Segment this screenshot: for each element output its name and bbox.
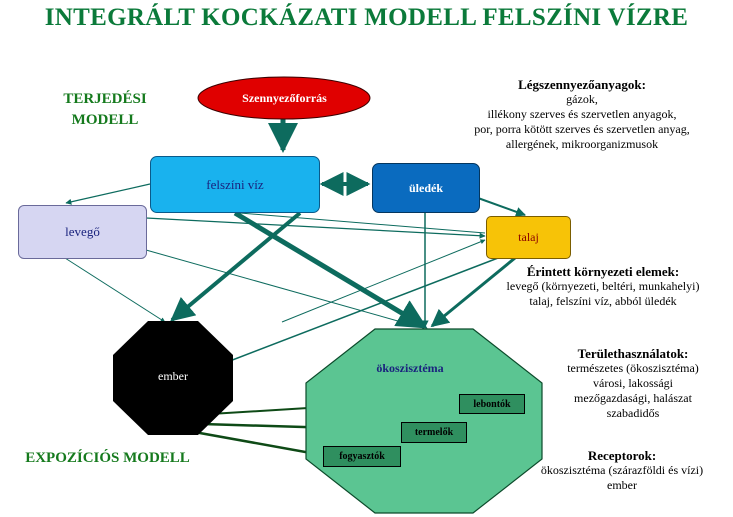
- air-pollutants-line: illékony szerves és szervetlen anyagok,: [487, 107, 677, 121]
- source-label: Szennyezőforrás: [242, 91, 327, 105]
- land-use-line: mezőgazdasági, halászat: [574, 391, 692, 405]
- arrow-air-to-soil: [145, 217, 486, 239]
- ecosystem-label: ökoszisztéma: [376, 360, 444, 375]
- land-use-info: Területhasználatok: természetes (ökoszis…: [538, 346, 728, 421]
- consumers-box: fogyasztók: [323, 446, 401, 467]
- arrow-surface-water-to-air: [65, 183, 151, 205]
- transport-model-label: TERJEDÉSI MODELL: [40, 89, 170, 131]
- air-node: levegő: [18, 205, 147, 259]
- arrow-air-to-human: [64, 257, 166, 323]
- air-pollutants-heading: Légszennyezőanyagok:: [518, 77, 646, 92]
- receptors-info: Receptorok: ökoszisztéma (szárazföldi és…: [514, 448, 730, 493]
- producers-box: termelők: [401, 422, 467, 443]
- source-node: [197, 76, 371, 120]
- arrow-surface-water-to-human: [170, 211, 302, 322]
- land-use-line: szabadidős: [606, 406, 660, 420]
- air-pollutants-info: Légszennyezőanyagok: gázok, illékony sze…: [432, 77, 732, 152]
- receptors-heading: Receptorok:: [587, 448, 657, 463]
- receptors-line: ember: [607, 478, 637, 492]
- land-use-line: természetes (ökoszisztéma): [567, 361, 699, 375]
- arrow-surface-water-to-ecosystem: [233, 210, 428, 330]
- air-pollutants-line: allergének, mikroorganizmusok: [505, 137, 659, 151]
- decomposers-box: lebontók: [459, 394, 525, 414]
- affected-elements-heading: Érintett környezeti elemek:: [526, 264, 680, 279]
- soil-node: talaj: [486, 216, 571, 259]
- air-pollutants-line: gázok,: [566, 92, 598, 106]
- exposure-model-label: EXPOZÍCIÓS MODELL: [25, 450, 190, 466]
- receptors-line: ökoszisztéma (szárazföldi és vízi): [540, 463, 704, 477]
- sediment-node: üledék: [372, 163, 480, 213]
- air-pollutants-line: por, porra kötött szerves és szervetlen …: [474, 122, 690, 136]
- land-use-heading: Területhasználatok:: [577, 346, 689, 361]
- ecosystem-node: [305, 328, 543, 514]
- arrow-surface-water-to-soil: [239, 212, 486, 234]
- land-use-line: városi, lakossági: [593, 376, 673, 390]
- human-label: ember: [158, 368, 188, 383]
- affected-elements-line: talaj, felszíni víz, abból üledék: [529, 294, 677, 308]
- arrow-soil-to-ecosystem: [430, 256, 516, 328]
- transport-model-label-line2: MODELL: [71, 112, 139, 128]
- diagram-title: INTEGRÁLT KOCKÁZATI MODELL FELSZÍNI VÍZR…: [44, 4, 689, 31]
- human-node: [113, 321, 233, 435]
- affected-elements-line: levegő (környezeti, beltéri, munkahelyi): [506, 279, 700, 293]
- affected-elements-info: Érintett környezeti elemek: levegő (körn…: [478, 264, 728, 309]
- arrow-sediment-to-soil: [477, 197, 526, 217]
- arrow-soil-to-human: [221, 257, 499, 366]
- transport-model-label-line1: TERJEDÉSI: [63, 91, 147, 107]
- arrow-human-area-to-soil: [281, 239, 486, 323]
- surface-water-node: felszíni víz: [150, 156, 320, 213]
- arrow-air-to-ecosystem: [145, 249, 413, 326]
